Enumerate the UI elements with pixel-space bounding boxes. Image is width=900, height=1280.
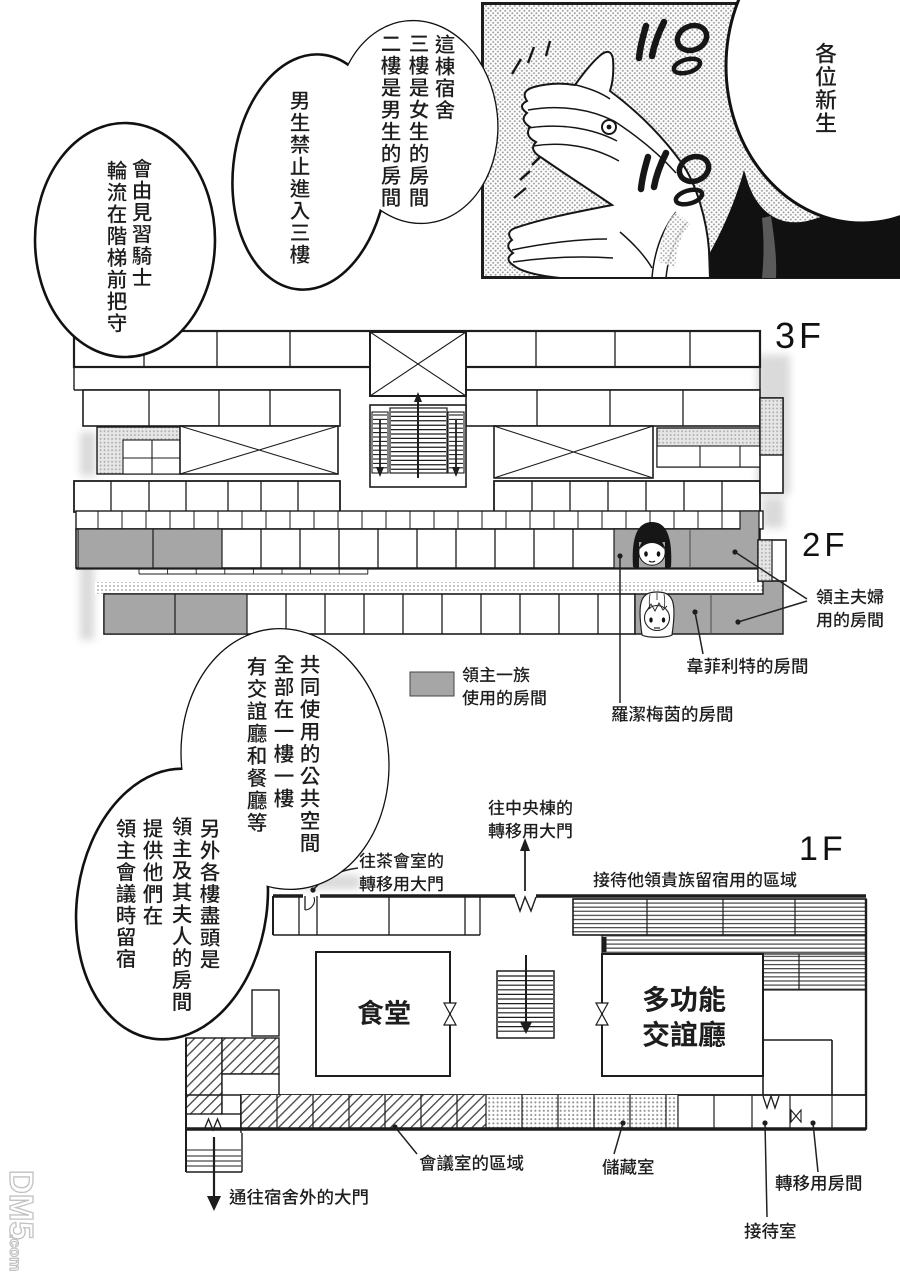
svg-text:2F: 2F bbox=[802, 526, 849, 563]
svg-text:1F: 1F bbox=[799, 830, 847, 868]
svg-text:.com: .com bbox=[6, 1234, 23, 1271]
svg-text:3F: 3F bbox=[775, 315, 825, 356]
svg-text:DM5: DM5 bbox=[3, 1170, 40, 1240]
